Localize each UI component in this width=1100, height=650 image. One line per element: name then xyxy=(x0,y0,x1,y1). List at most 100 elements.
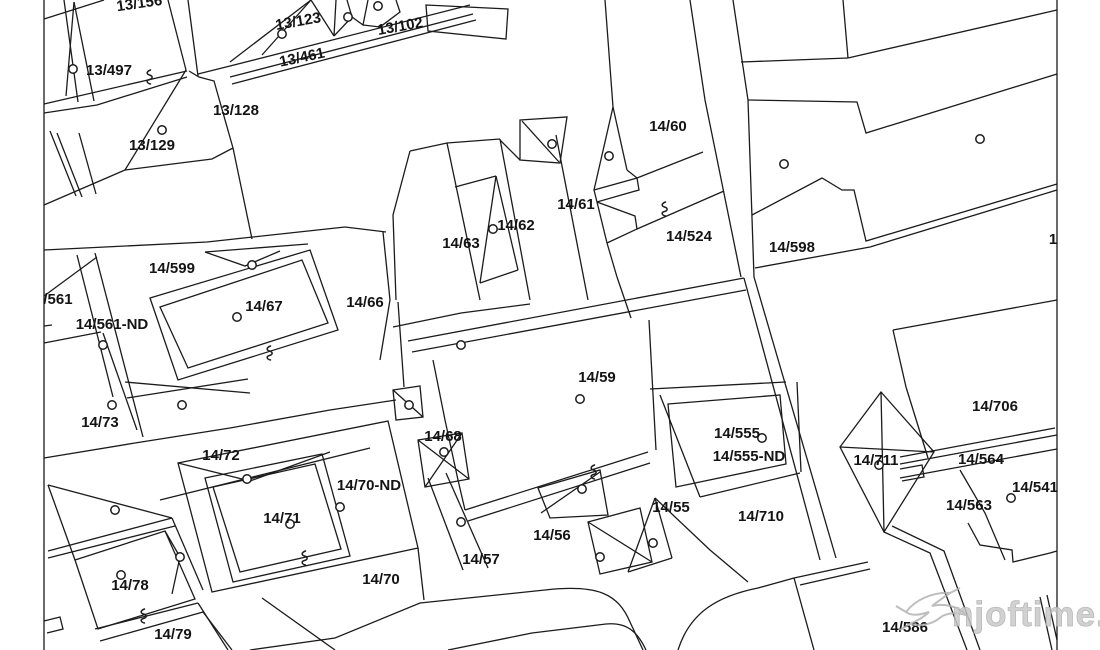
boundary-line xyxy=(392,150,411,301)
boundary-line xyxy=(204,243,309,253)
boundary-line xyxy=(677,577,795,650)
survey-point xyxy=(547,139,557,149)
boundary-line xyxy=(967,522,1058,563)
boundary-line xyxy=(47,525,176,559)
boundary-line xyxy=(751,177,1058,242)
boundary-line xyxy=(231,19,477,85)
survey-point xyxy=(757,433,767,443)
boundary-line xyxy=(799,568,871,586)
parcel-label: 14/56 xyxy=(533,527,571,544)
parcel-label: 14/524 xyxy=(666,228,713,245)
boundary-line xyxy=(43,442,136,459)
boundary-line xyxy=(587,521,653,563)
boundary-line xyxy=(99,611,204,642)
boundary-line xyxy=(793,577,815,650)
boundary-line xyxy=(432,359,466,511)
boundary-line xyxy=(537,469,609,519)
boundary-line xyxy=(654,497,673,559)
survey-point xyxy=(343,12,353,22)
watermark: njoftime.al xyxy=(895,587,1100,634)
boundary-line xyxy=(740,57,849,63)
parcel-label: 14/555-ND xyxy=(713,448,786,465)
boundary-line xyxy=(424,432,463,488)
parcel-label: 14/78 xyxy=(111,577,149,594)
boundary-line xyxy=(883,531,968,650)
boundary-line xyxy=(689,0,742,278)
parcel-label: 14/563 xyxy=(946,497,992,514)
parcel-label: 14/598 xyxy=(769,239,815,256)
boundary-line xyxy=(167,0,187,71)
swallow-bird-icon xyxy=(895,587,969,631)
boundary-line xyxy=(521,120,560,163)
boundary-line xyxy=(43,70,188,105)
boundary-line xyxy=(445,472,489,569)
boundary-line xyxy=(411,289,747,353)
boundary-line xyxy=(499,139,521,161)
boundary-line xyxy=(454,175,497,188)
parcel-label: 14/73 xyxy=(81,414,119,431)
boundary-line xyxy=(47,484,76,561)
boundary-line xyxy=(102,332,138,431)
boundary-break-mark xyxy=(661,201,668,217)
parcel-label: 14/706 xyxy=(972,398,1018,415)
boundary-break-mark xyxy=(140,608,147,624)
boundary-line xyxy=(479,175,497,284)
parcel-label: /561 xyxy=(43,291,72,308)
parcel-boundaries xyxy=(43,0,1058,650)
boundary-line xyxy=(649,381,787,390)
boundary-line xyxy=(959,469,1006,561)
survey-point xyxy=(68,64,78,74)
survey-point xyxy=(335,502,345,512)
boundary-line xyxy=(587,507,653,575)
parcel-label: 14/555 xyxy=(714,425,760,442)
boundary-break-mark xyxy=(266,345,273,361)
boundary-line xyxy=(626,169,638,179)
boundary-line xyxy=(197,602,229,650)
boundary-line xyxy=(76,254,114,398)
boundary-break-marks xyxy=(140,69,668,624)
boundary-line xyxy=(344,226,387,233)
boundary-line xyxy=(464,451,649,511)
survey-point xyxy=(604,151,614,161)
parcel-label: 14/55 xyxy=(652,499,690,516)
boundary-line xyxy=(78,132,97,195)
boundary-line xyxy=(754,189,1058,269)
boundary-line xyxy=(74,530,196,630)
parcel-label: 1 xyxy=(1049,231,1057,248)
boundary-line xyxy=(606,242,618,278)
boundary-line xyxy=(899,464,925,482)
boundary-line xyxy=(94,252,144,438)
survey-point xyxy=(242,474,252,484)
boundary-line xyxy=(43,76,188,114)
boundary-line xyxy=(362,0,401,28)
boundary-line xyxy=(447,623,647,650)
boundary-line xyxy=(187,0,199,77)
boundary-line xyxy=(204,453,351,583)
boundary-line xyxy=(467,462,651,522)
survey-point xyxy=(439,447,449,457)
boundary-line xyxy=(124,381,251,394)
survey-point xyxy=(577,484,587,494)
boundary-line xyxy=(699,472,801,498)
survey-point xyxy=(1006,493,1016,503)
parcel-label: 14/62 xyxy=(497,217,535,234)
parcel-label: 13/156 xyxy=(115,0,163,15)
survey-point xyxy=(373,1,383,11)
parcel-label: 14/541 xyxy=(1012,479,1058,496)
boundary-line xyxy=(593,106,614,191)
boundary-line xyxy=(747,73,1058,134)
boundary-line xyxy=(544,587,644,650)
boundary-line xyxy=(73,1,95,102)
boundary-line xyxy=(604,0,614,108)
survey-point xyxy=(456,340,466,350)
boundary-line xyxy=(425,4,509,40)
boundary-line xyxy=(159,259,329,369)
boundary-line xyxy=(43,226,346,251)
boundary-line xyxy=(188,70,234,149)
boundary-line xyxy=(249,451,331,482)
survey-point xyxy=(404,400,414,410)
boundary-line xyxy=(499,138,531,301)
boundary-line xyxy=(796,381,802,473)
boundary-line xyxy=(593,177,640,203)
